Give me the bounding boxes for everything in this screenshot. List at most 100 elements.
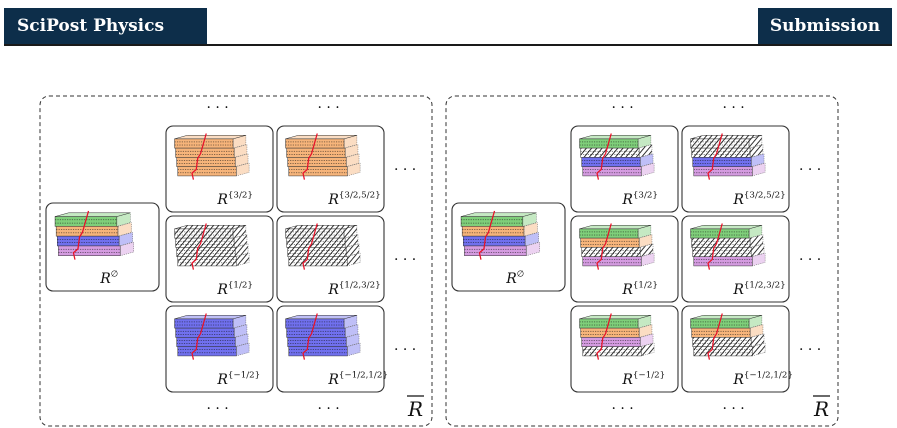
slab-side-face (639, 333, 654, 347)
column-ellipsis-bottom: · · · (207, 401, 229, 417)
config-cell: R{−1/2} (165, 305, 274, 393)
slab-layer-magenta (58, 245, 121, 256)
slab-side-face (641, 342, 655, 357)
slab-layer-orange (580, 327, 640, 338)
slab-top-face (174, 315, 246, 320)
slab-layer-hatched (580, 147, 640, 158)
slab-layer-blue (175, 327, 235, 338)
slab-layer-magenta (582, 166, 642, 177)
r-bar-label: R (407, 397, 423, 421)
cell-label: R{3/2} (621, 191, 658, 208)
slab-side-face (344, 324, 359, 338)
slab-top-face (579, 315, 651, 320)
slab-side-face (236, 252, 250, 267)
red-defect-line (707, 133, 723, 180)
slab-side-face (639, 243, 654, 257)
slab-layer-orange (691, 327, 751, 338)
red-defect-line (596, 313, 612, 360)
slab-layer-orange (176, 157, 236, 167)
config-cell: R{3/2} (570, 125, 679, 213)
slab-side-face (639, 153, 654, 167)
slab-side-face (638, 144, 653, 158)
slab-top-face (690, 315, 762, 320)
slab-side-face (234, 153, 249, 167)
row-ellipsis: · · · (799, 252, 821, 268)
slab-side-face (233, 234, 248, 248)
slab-top-face (460, 212, 537, 217)
slab-layer-blue (286, 327, 346, 338)
config-cell: R{−1/2,1/2} (276, 305, 388, 393)
slab-top-face (54, 212, 131, 217)
slab-layer-magenta (693, 166, 753, 177)
config-cell: R{3/2,5/2} (681, 125, 790, 213)
column-ellipsis-bottom: · · · (612, 401, 634, 417)
slab-layer-hatched (581, 247, 641, 257)
slab-top-face (690, 225, 762, 230)
config-cell: R{−1/2,1/2} (681, 305, 793, 393)
slab-side-face (752, 342, 766, 357)
slab-top-face (579, 135, 651, 140)
cell-label: R{−1/2} (621, 371, 665, 388)
slab-top-face (285, 225, 357, 230)
cell-label: R{1/2} (621, 281, 658, 298)
slab-layer-hatched (286, 237, 346, 248)
slab-side-face (236, 162, 250, 177)
slab-side-face (750, 153, 765, 167)
slab-side-face (638, 234, 653, 248)
slab-layer-hatched (693, 346, 753, 357)
column-ellipsis-top: · · · (612, 100, 634, 116)
config-cell: R{3/2,5/2} (276, 125, 385, 213)
config-cell: R∅ (45, 202, 160, 292)
slab-layer-hatched (177, 256, 237, 267)
red-defect-line (72, 210, 90, 260)
slab-layer-blue (57, 235, 120, 247)
header-rule (4, 44, 892, 46)
cell-label: R{3/2,5/2} (327, 191, 380, 208)
slab-layer-orange (461, 226, 525, 237)
slab-top-face (690, 135, 762, 140)
slab-layer-blue (581, 157, 641, 167)
column-ellipsis-top: · · · (318, 100, 340, 116)
config-cell: R{1/2} (570, 215, 679, 303)
slab-layer-hatched (691, 147, 751, 158)
red-defect-line (302, 223, 318, 270)
slab-side-face (524, 232, 539, 247)
slab-side-face (236, 342, 250, 357)
slab-side-face (234, 333, 249, 347)
slab-layer-blue (288, 346, 348, 357)
slab-side-face (526, 241, 540, 256)
slab-side-face (638, 324, 653, 338)
row-ellipsis: · · · (799, 162, 821, 178)
slab-layer-blue (176, 337, 236, 347)
red-defect-line (596, 133, 612, 180)
column-ellipsis-top: · · · (207, 100, 229, 116)
red-defect-line (302, 313, 318, 360)
red-defect-line (191, 313, 207, 360)
slab-top-face (285, 315, 357, 320)
slab-side-face (345, 333, 360, 347)
row-ellipsis: · · · (394, 252, 416, 268)
cell-label: R{3/2,5/2} (732, 191, 785, 208)
slab-layer-blue (287, 337, 347, 347)
slab-side-face (750, 333, 765, 347)
cell-label: R{3/2} (216, 191, 253, 208)
journal-badge: SciPost Physics (4, 8, 207, 45)
slab-layer-hatched (176, 247, 236, 257)
slab-side-face (752, 162, 766, 177)
slab-side-face (344, 234, 359, 248)
slab-side-face (749, 234, 764, 248)
slab-side-face (345, 243, 360, 257)
left-panel: R∅R{3/2}R{3/2,5/2}· · ·R{1/2}R{1/2,3/2}·… (39, 95, 433, 427)
column-ellipsis-bottom: · · · (723, 401, 745, 417)
slab-layer-blue (177, 346, 237, 357)
slab-layer-orange (288, 166, 348, 177)
cell-label: R{−1/2,1/2} (327, 371, 388, 388)
slab-side-face (347, 252, 361, 267)
slab-layer-hatched (288, 256, 348, 267)
slab-layer-blue (692, 157, 752, 167)
config-cell: R{−1/2} (570, 305, 679, 393)
slab-side-face (752, 252, 766, 267)
red-defect-line (191, 223, 207, 270)
config-cell: R{1/2} (165, 215, 274, 303)
